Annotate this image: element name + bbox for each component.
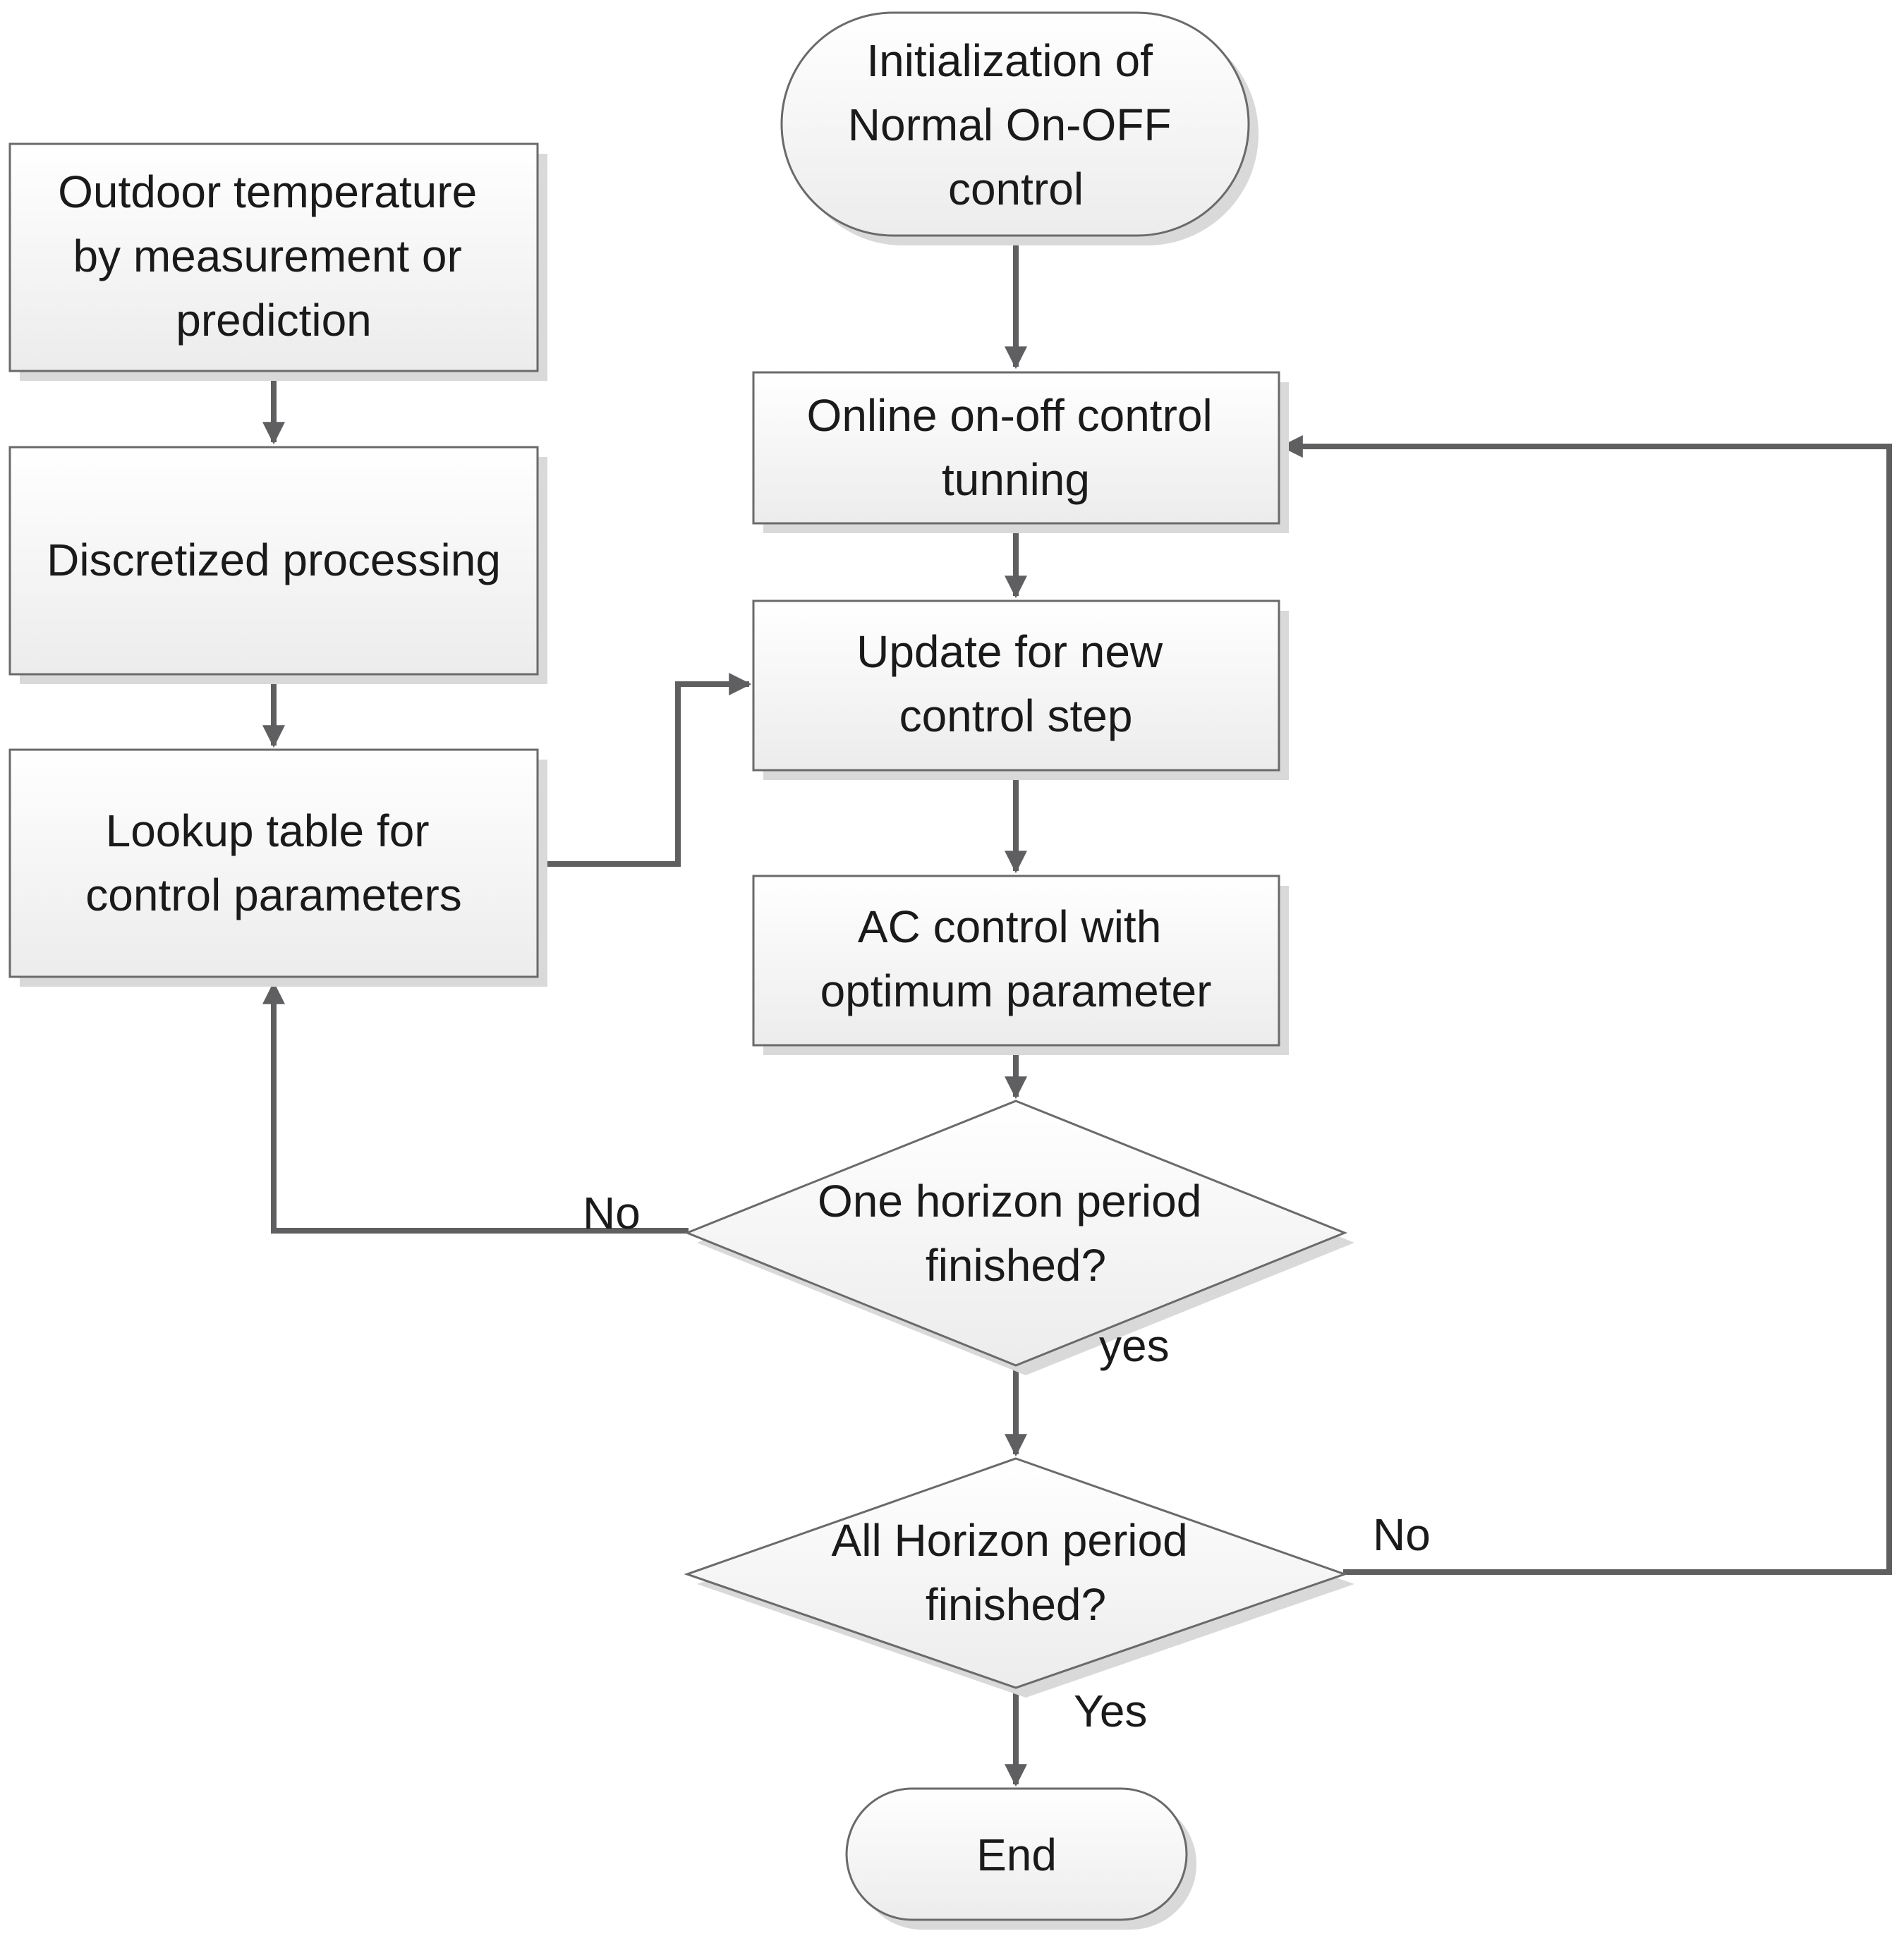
- outdoor-temperature-box: Outdoor temperature by measurement or pr…: [8, 142, 539, 372]
- start-terminator: Initialization of Normal On-OFF control: [780, 11, 1250, 237]
- edge-labels: No yes No Yes: [583, 1188, 1431, 1736]
- outdoor-temperature-text: Outdoor temperature by measurement or pr…: [58, 166, 490, 346]
- edge-lookup-to-update: [534, 673, 752, 867]
- lookup-table-box: Lookup table for control parameters: [8, 748, 539, 978]
- ac-control-box: AC control with optimum parameter: [752, 875, 1280, 1047]
- decision-one-horizon-text: One horizon period finished?: [818, 1176, 1214, 1291]
- ac-control-text: AC control with optimum parameter: [820, 901, 1212, 1016]
- label-one-yes: yes: [1099, 1320, 1170, 1371]
- discretized-processing-box: Discretized processing: [8, 446, 539, 676]
- edges: [262, 236, 1892, 1787]
- edge-decision-all-no: [1280, 435, 1892, 1575]
- edge-decision-one-no: [262, 981, 689, 1234]
- online-tuning-box: Online on-off control tunning: [752, 371, 1280, 525]
- label-all-yes: Yes: [1074, 1686, 1147, 1736]
- label-one-no: No: [583, 1188, 641, 1238]
- end-text: End: [976, 1830, 1057, 1880]
- decision-all-horizon-text: All Horizon period finished?: [832, 1515, 1201, 1630]
- label-all-no: No: [1373, 1509, 1431, 1560]
- end-terminator: End: [845, 1787, 1188, 1921]
- update-control-step-text: Update for new control step: [856, 626, 1175, 741]
- decision-all-horizon: All Horizon period finished?: [684, 1457, 1348, 1689]
- lookup-table-text: Lookup table for control parameters: [85, 805, 462, 920]
- update-control-step-box: Update for new control step: [752, 599, 1280, 772]
- online-tuning-text: Online on-off control tunning: [807, 390, 1225, 505]
- start-text: Initialization of Normal On-OFF control: [848, 35, 1184, 214]
- discretized-processing-text: Discretized processing: [47, 535, 501, 585]
- decision-one-horizon: One horizon period finished?: [684, 1100, 1348, 1367]
